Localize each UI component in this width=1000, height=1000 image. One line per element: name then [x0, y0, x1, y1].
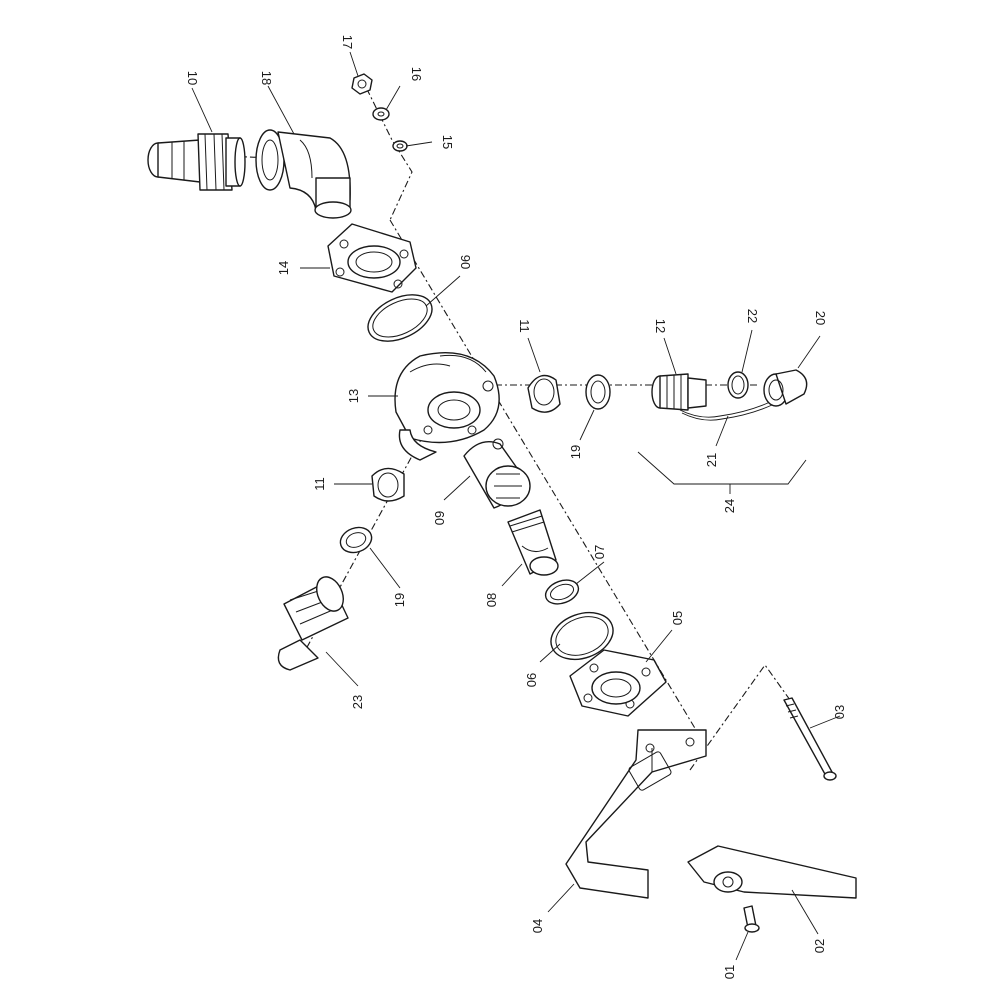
callout-11-right: 11: [517, 319, 532, 333]
part-11-right-seal: [527, 374, 561, 413]
part-03-bolt: [783, 697, 837, 781]
part-02-handle: [687, 845, 857, 899]
callout-15: 15: [440, 135, 455, 149]
callout-23: 23: [350, 695, 365, 709]
callout-20: 20: [813, 311, 828, 325]
callout-17: 17: [340, 35, 355, 49]
callout-21: 21: [704, 453, 719, 467]
callout-22: 22: [745, 309, 760, 323]
group-bracket-24: [637, 451, 807, 494]
callout-06-lower: 06: [524, 673, 539, 687]
callout-04: 04: [530, 919, 545, 933]
part-09-rotor: [463, 438, 531, 509]
part-05-lower-flange: [569, 649, 667, 717]
callout-16: 16: [409, 67, 424, 81]
part-11-left-seal: [371, 467, 405, 502]
part-06-upper-oring: [367, 294, 433, 342]
part-12-outlet-adapter: [651, 373, 707, 411]
callout-01: 01: [722, 965, 737, 979]
part-17-nut: [351, 73, 373, 95]
part-19-right-ring: [585, 374, 611, 410]
part-04-bracket: [565, 729, 707, 899]
callout-18: 18: [259, 71, 274, 85]
callout-08: 08: [484, 593, 499, 607]
callout-24: 24: [722, 499, 737, 513]
part-16-washer: [372, 107, 390, 121]
callout-02: 02: [812, 939, 827, 953]
part-13-valve-body: [394, 352, 500, 461]
part-06-lower-oring: [550, 611, 614, 661]
callout-14: 14: [276, 261, 291, 275]
callout-19-right: 19: [568, 445, 583, 459]
callout-07: 07: [592, 545, 607, 559]
part-21-strap: [679, 401, 773, 421]
part-15-small-washer: [392, 140, 408, 152]
callouts: 10 18 17 16 15 14 06 11 12 22 20 13 19 2…: [185, 35, 847, 979]
callout-12: 12: [653, 319, 668, 333]
callout-11-left: 11: [312, 477, 327, 491]
callout-13: 13: [346, 389, 361, 403]
part-01-screw: [743, 905, 760, 933]
callout-19-left: 19: [392, 593, 407, 607]
callout-05: 05: [670, 611, 685, 625]
callout-06-upper: 06: [458, 255, 473, 269]
callout-10: 10: [185, 71, 200, 85]
part-23-inlet-fitting: [277, 576, 349, 671]
part-20-cap: [763, 369, 808, 407]
part-19-left-ring: [339, 526, 373, 554]
leader-lines: [191, 51, 841, 961]
part-14-upper-flange: [327, 223, 417, 293]
part-18-elbow: [255, 129, 352, 219]
callout-03: 03: [832, 705, 847, 719]
part-22-oring: [727, 371, 749, 399]
callout-09: 09: [432, 511, 447, 525]
part-10-hose-fitting: [147, 133, 246, 191]
part-08-stem: [507, 509, 559, 576]
part-07-small-oring: [544, 579, 580, 605]
